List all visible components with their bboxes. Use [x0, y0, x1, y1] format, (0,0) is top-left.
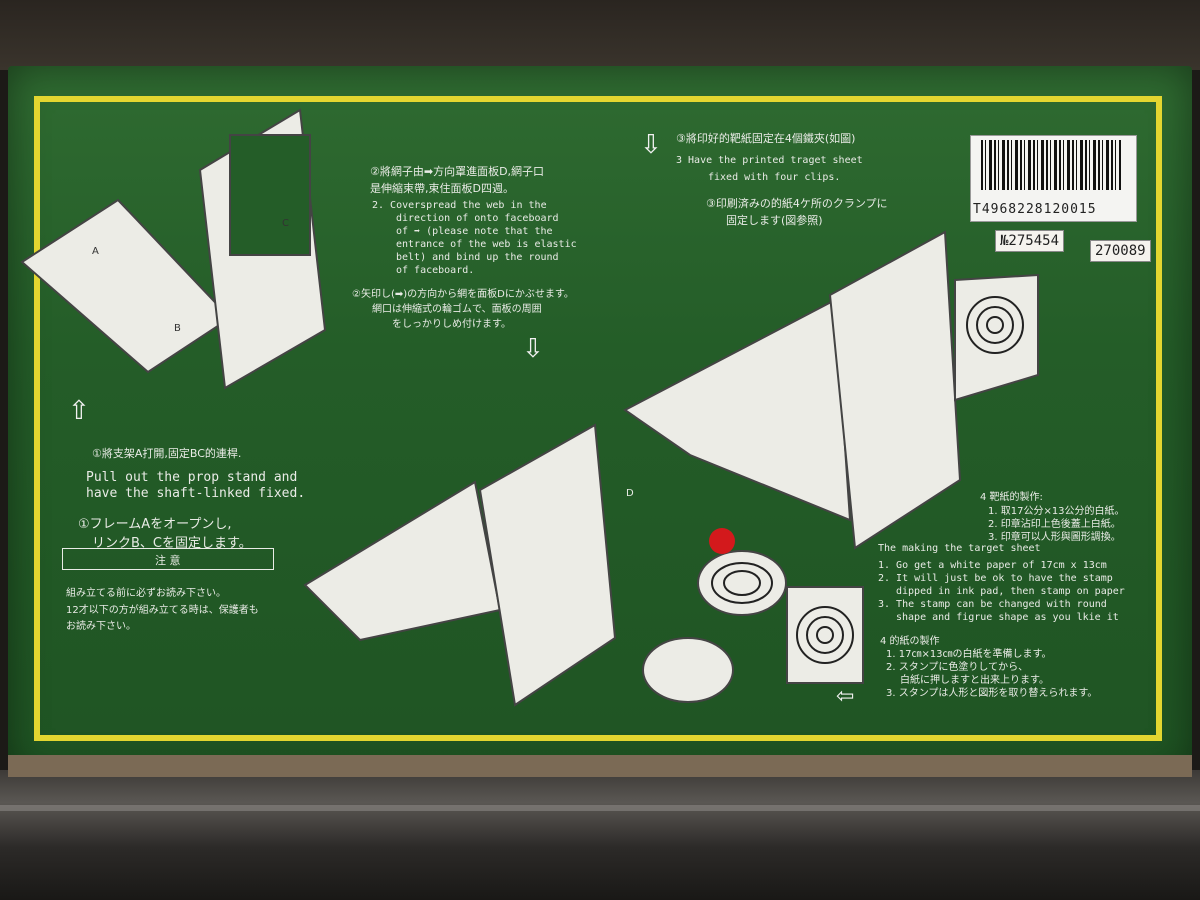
step4-chinese-title: 4 靶紙的製作: — [980, 492, 1043, 503]
step2-english-6: of faceboard. — [396, 265, 475, 276]
step4-chinese-2: 2. 印章沾印上色後蓋上白紙。 — [988, 519, 1121, 530]
step4-english-title: The making the target sheet — [878, 543, 1041, 554]
step3-english-2: fixed with four clips. — [708, 172, 841, 183]
red-stamp-handle — [709, 528, 735, 554]
letter-a: A — [92, 246, 99, 257]
step2-english-2: direction of onto faceboard — [396, 213, 559, 224]
metal-shelf — [0, 770, 1200, 900]
caution-line-2: 12才以下の方が組み立てる時は、保護者も — [66, 605, 259, 616]
step4-english-3: dipped in ink pad, then stamp on paper — [896, 586, 1125, 597]
step4-english-2: 2. It will just be ok to have the stamp — [878, 573, 1113, 584]
step4-english-5: shape and figrue shape as you lkie it — [896, 612, 1119, 623]
step1-japanese-1: ①フレームAをオープンし, — [78, 517, 232, 532]
step2-japanese-3: をしっかりしめ付けます。 — [392, 319, 511, 330]
letter-d: D — [626, 488, 634, 499]
price-tag-1: №275454 — [995, 230, 1065, 252]
step4-english-1: 1. Go get a white paper of 17cm x 13cm — [878, 560, 1107, 571]
caution-line-1: 組み立てる前に必ずお読み下さい。 — [66, 588, 226, 599]
step2-english-5: belt) and bind up the round — [396, 252, 559, 263]
step2-chinese-2: 是伸縮束帶,束住面板D四週。 — [370, 182, 514, 195]
arrow-left-icon: ⇦ — [836, 684, 855, 709]
step2-japanese-2: 網口は伸縮式の輪ゴムで、面板の周囲 — [372, 304, 542, 315]
barcode-label: T4968228120015 — [970, 135, 1137, 222]
step3-japanese-1: ③印刷済みの的紙4ケ所のクランプに — [706, 197, 888, 210]
prop-stand-2 — [303, 480, 502, 642]
yellow-border-frame — [34, 96, 1162, 741]
caution-line-3: お読み下さい。 — [66, 621, 136, 632]
caution-header — [62, 548, 274, 570]
round-stamp — [697, 550, 787, 616]
box-cardboard-lip — [8, 755, 1192, 777]
prop-stand-a — [20, 198, 232, 374]
step4-japanese-3: 白紙に押しますと出来上ります。 — [900, 675, 1049, 686]
step1-english-2: have the shaft-linked fixed. — [86, 486, 306, 501]
step1-english-1: Pull out the prop stand and — [86, 470, 298, 485]
prop-stand-3 — [623, 298, 852, 522]
frame-panel-3 — [828, 230, 962, 550]
letter-b: B — [174, 323, 181, 334]
target-sheet-2 — [786, 586, 864, 684]
step4-english-4: 3. The stamp can be changed with round — [878, 599, 1107, 610]
step4-japanese-title: 4 的紙の製作 — [880, 636, 940, 647]
step2-japanese-1: ②矢印し(➡)の方向から網を面板Dにかぶせます。 — [352, 289, 574, 300]
arrow-up-icon: ⇧ — [68, 396, 90, 426]
step4-japanese-2: 2. スタンプに色塗りしてから、 — [886, 662, 1029, 673]
barcode-icon — [981, 140, 1121, 190]
step2-chinese-1: ②將網子由➡方向罩進面板D,網子口 — [370, 165, 545, 178]
step4-japanese-1: 1. 17㎝×13㎝の白紙を準備します。 — [886, 649, 1052, 660]
step4-chinese-1: 1. 取17公分×13公分的白紙。 — [988, 506, 1125, 517]
step2-english-4: entrance of the web is elastic — [396, 239, 577, 250]
barcode-number: T4968228120015 — [973, 202, 1097, 217]
step3-chinese: ③將印好的靶紙固定在4個鐵夾(如圖) — [676, 132, 856, 145]
step3-english-1: 3 Have the printed traget sheet — [676, 155, 863, 166]
step2-english-1: 2. Coverspread the web in the — [372, 200, 547, 211]
arrow-down-icon: ⇩ — [640, 130, 662, 160]
step1-japanese-2: リンクB、Cを固定します。 — [92, 536, 252, 551]
figure-stamp — [642, 637, 734, 703]
step4-chinese-3: 3. 印章可以人形與圖形調換。 — [988, 532, 1121, 543]
letter-c: C — [282, 218, 289, 229]
step1-chinese: ①將支架A打開,固定BC的連桿. — [92, 447, 242, 460]
arrow-down-icon: ⇩ — [522, 334, 544, 364]
frame-panel-2 — [478, 423, 617, 707]
step3-japanese-2: 固定します(図参照) — [726, 214, 823, 227]
step4-japanese-4: 3. スタンプは人形と図形を取り替えられます。 — [886, 688, 1098, 699]
target-sheet — [954, 273, 1039, 402]
price-tag-2: 270089 — [1090, 240, 1151, 262]
caution-label: 注 意 — [155, 554, 181, 567]
shelf-edge — [0, 805, 1200, 811]
background-wall — [0, 0, 1200, 70]
step2-english-3: of ➡ (please note that the — [396, 226, 553, 237]
